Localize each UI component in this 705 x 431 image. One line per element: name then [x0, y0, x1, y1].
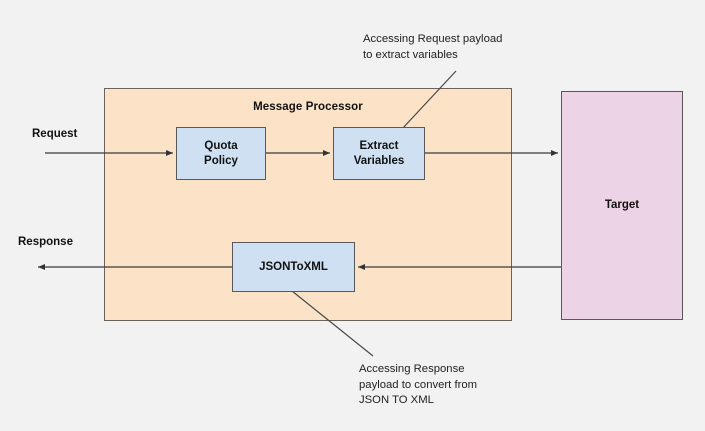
node-jsontoxml[interactable]: JSONToXML [232, 242, 355, 292]
annotation-response-payload: Accessing Response payload to convert fr… [359, 363, 478, 407]
leader-line-response-annotation [291, 290, 374, 357]
node-extract-variables[interactable]: Extract Variables [333, 127, 425, 180]
leader-line-request-annotation [401, 70, 457, 130]
annotation-request-payload: Accessing Request payload to extract var… [363, 33, 503, 61]
response-flow-label: Response [18, 236, 73, 248]
message-processor-title: Message Processor [253, 101, 363, 113]
request-flow-label: Request [32, 128, 78, 140]
node-quota-policy[interactable]: Quota Policy [176, 127, 266, 180]
node-target[interactable]: Target [561, 91, 683, 320]
